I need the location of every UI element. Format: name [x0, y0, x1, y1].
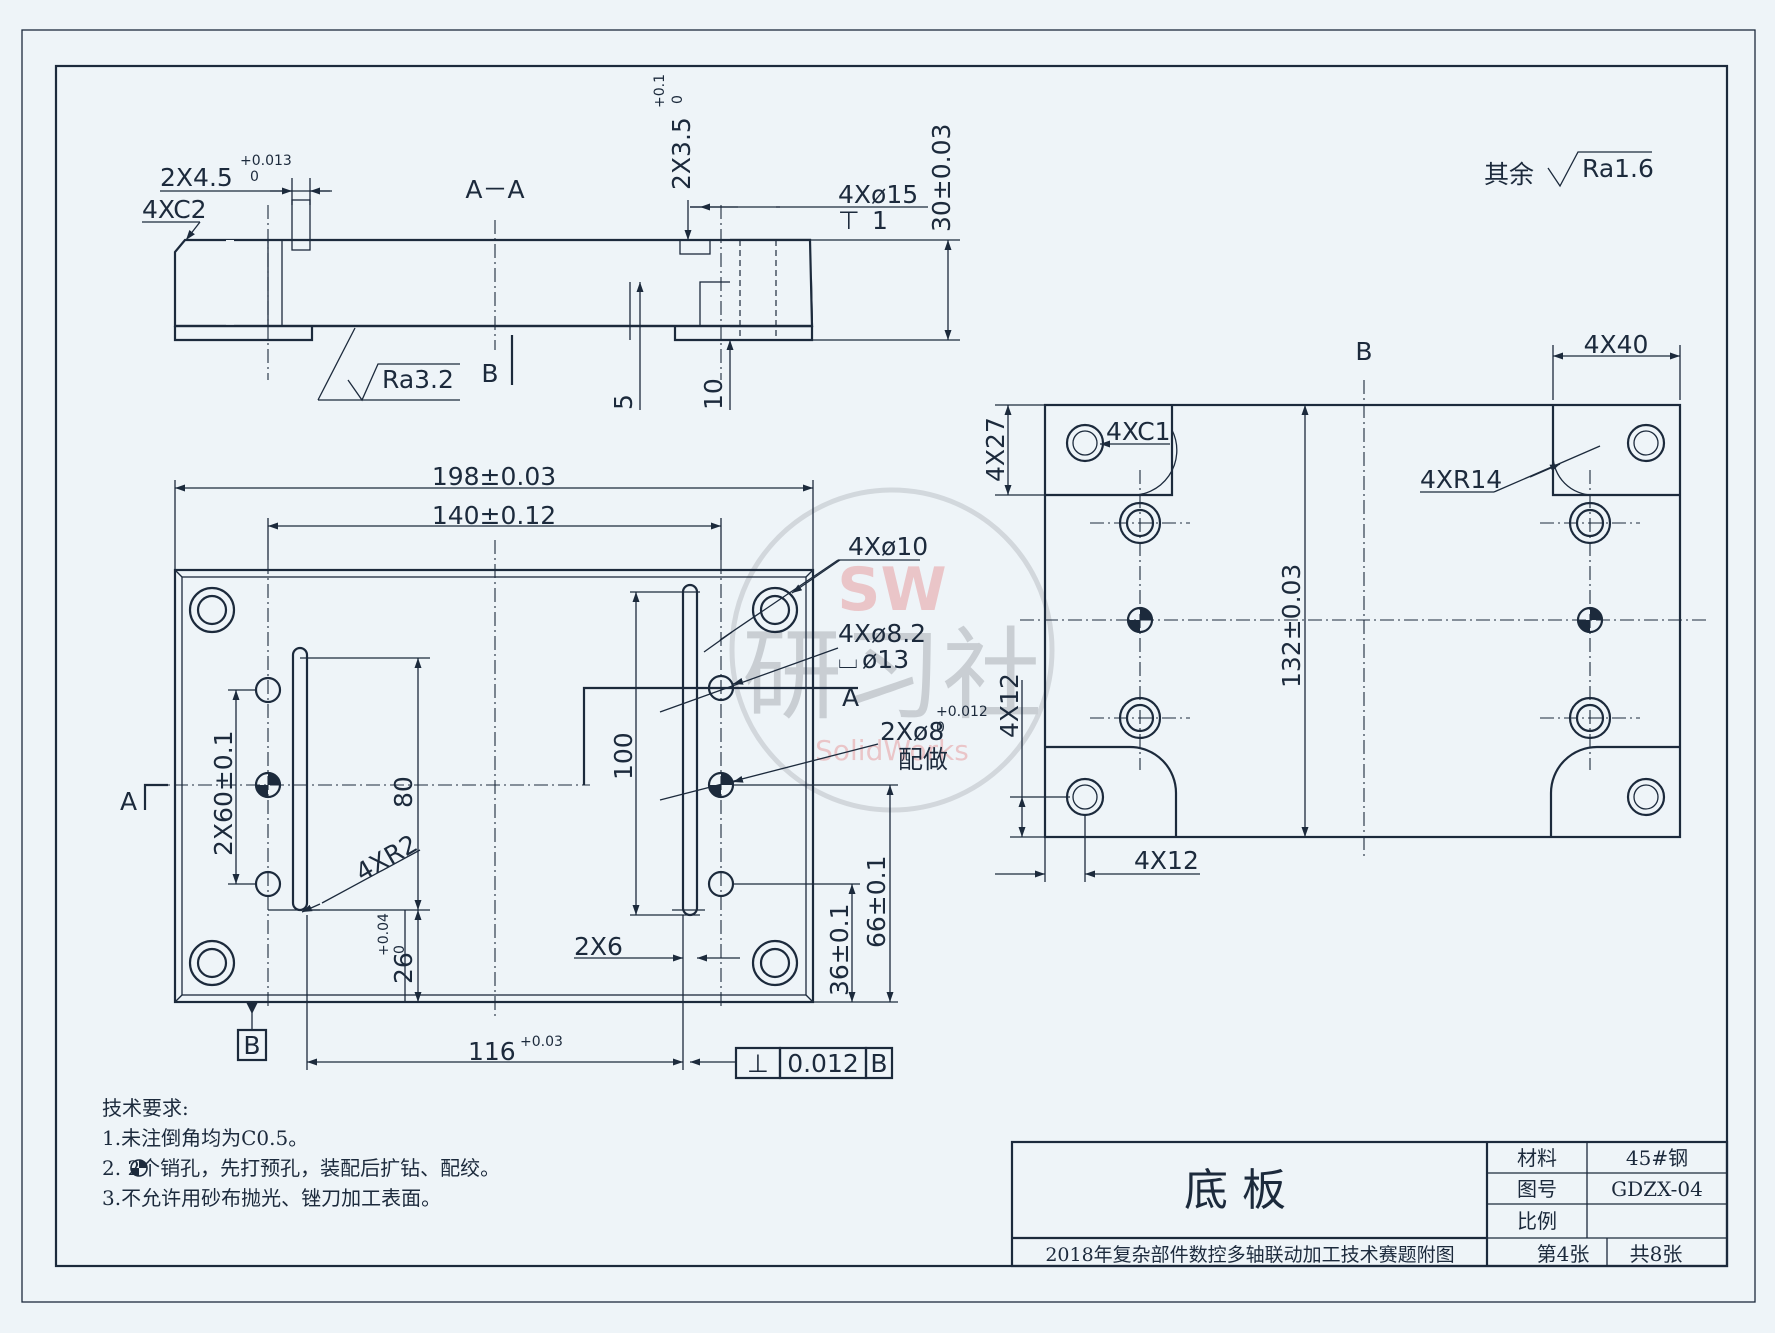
pin-hole-symbol	[130, 1159, 148, 1177]
section-mark-a-right: A	[842, 683, 859, 712]
dim-66: 66±0.1	[862, 855, 891, 948]
dim-26-tol-lower: 0	[392, 945, 408, 954]
dim-10: 10	[699, 378, 728, 410]
bottom-view-title: B	[1355, 337, 1372, 366]
roughness-general: 其余 Ra1.6	[1484, 151, 1654, 189]
dim-slot-depth-tol-lower: 0	[250, 169, 259, 185]
dim-116-tol: +0.03	[520, 1034, 563, 1050]
svg-text:Ra3.2: Ra3.2	[382, 365, 454, 394]
svg-text:0: 0	[936, 720, 945, 736]
svg-text:2Xø8: 2Xø8	[880, 717, 944, 746]
competition-title: 2018年复杂部件数控多轴联动加工技术赛题附图	[1045, 1244, 1454, 1266]
dim-116: 116	[468, 1037, 516, 1066]
dim-height: 30±0.03	[927, 124, 956, 232]
section-title: A－A	[465, 175, 524, 204]
svg-text:2X3.5: 2X3.5	[667, 117, 696, 190]
part-name: 底 板	[1184, 1165, 1286, 1216]
section-datum-b: B	[481, 359, 498, 388]
sheet-no: 第4张	[1537, 1242, 1590, 1266]
watermark-sub: SolidWorks	[815, 734, 969, 767]
title-block: 底 板 2018年复杂部件数控多轴联动加工技术赛题附图 材料 45#钢 图号 G…	[1010, 1140, 1729, 1268]
material-label: 材料	[1517, 1146, 1557, 1170]
dim-slot-depth: 2X4.5	[160, 163, 233, 192]
svg-text:+0.012: +0.012	[936, 704, 988, 720]
dim-holes-4x10: 4Xø10	[848, 532, 928, 561]
dim-26: 26	[389, 952, 418, 984]
dim-height-132: 132±0.03	[1277, 564, 1306, 688]
dim-36: 36±0.1	[825, 903, 854, 996]
section-mark-a-left: A	[120, 787, 137, 816]
dim-5: 5	[609, 394, 638, 410]
roughness-bottom: Ra3.2	[317, 327, 460, 402]
tech-item-1: 1.未注倒角均为C0.5。	[102, 1126, 308, 1150]
dim-chamfer-c1: 4XC1	[1106, 417, 1171, 446]
top-view: A A 198±0.03 140±0.12 2X60±0.1 80 4XR2 2…	[120, 462, 988, 1080]
corner-holes	[188, 586, 799, 987]
watermark: SW 研习社 SolidWorks	[729, 487, 1055, 813]
dim-radius-r14: 4XR14	[1420, 465, 1502, 494]
watermark-name: 研习社	[742, 617, 1042, 734]
dim-cbore-13: ø13	[862, 645, 909, 674]
outer-border	[21, 29, 1756, 1303]
tech-item-3: 3.不允许用砂布抛光、锉刀加工表面。	[102, 1186, 441, 1210]
datum-b: B	[236, 1002, 268, 1062]
roughness-prefix: 其余	[1484, 160, 1534, 189]
dim-cbore-dia: 4Xø15	[838, 180, 918, 209]
tech-item-2: 2. 2个销孔，先打预孔，装配后扩钻、配绞。	[102, 1156, 500, 1180]
dim-length-holes: 140±0.12	[432, 501, 556, 530]
svg-text:+0.1: +0.1	[652, 74, 668, 108]
roughness-value: Ra1.6	[1582, 154, 1654, 183]
perpendicularity-frame: ⊥ 0.012 B	[690, 1046, 894, 1080]
tech-title: 技术要求:	[102, 1096, 189, 1120]
dim-length-total: 198±0.03	[432, 462, 556, 491]
dim-cbore-depth-symbol: ⊤	[838, 206, 860, 235]
perp-symbol: ⊥	[747, 1049, 769, 1078]
cbore-symbol: ⌴	[838, 645, 858, 674]
dim-12-horizontal: 4X12	[1134, 846, 1199, 875]
sheet-total: 共8张	[1630, 1242, 1683, 1266]
dim-slot-width: 2X6	[574, 932, 623, 961]
perp-value: 0.012	[787, 1049, 859, 1078]
scale-label: 比例	[1517, 1209, 1557, 1233]
svg-text:B: B	[243, 1031, 260, 1060]
plate-outline	[173, 568, 815, 1004]
dim-pins-2x8: 2Xø8 +0.012 0 配做	[880, 704, 988, 774]
perp-datum: B	[870, 1049, 887, 1078]
tech-requirements: 技术要求: 1.未注倒角均为C0.5。 2. 2个销孔，先打预孔，装配后扩钻、配…	[102, 1096, 500, 1210]
section-view-a-a: A－A B 4XC2 2X4.5 +0.013 0	[142, 74, 960, 410]
watermark-logo: SW	[837, 555, 946, 625]
dim-cbore-depth: 1	[872, 206, 888, 235]
drawing-no-value: GDZX-04	[1611, 1177, 1703, 1201]
dim-slot-len-100: 100	[609, 732, 638, 780]
bottom-view-b: B	[981, 330, 1710, 882]
dim-slot-spacing: 2X60±0.1	[209, 730, 238, 856]
svg-text:0: 0	[670, 95, 686, 104]
dim-pin-depth: 2X3.5 +0.1 0	[652, 74, 696, 190]
inner-frame	[54, 64, 1729, 1268]
bottom-holes	[1065, 423, 1666, 817]
dim-12-vertical: 4X12	[995, 673, 1024, 738]
material-value: 45#钢	[1626, 1146, 1688, 1170]
bottom-outline	[1043, 403, 1682, 839]
drawing-no-label: 图号	[1517, 1177, 1557, 1201]
dim-26-tol-upper: +0.04	[376, 913, 392, 956]
svg-text:配做: 配做	[898, 745, 948, 774]
dim-height-27: 4X27	[981, 417, 1010, 482]
dim-chamfer-c2: 4XC2	[142, 195, 207, 224]
dim-slot-len-80: 80	[389, 776, 418, 808]
dim-width-40: 4X40	[1584, 330, 1649, 359]
dim-slot-depth-tol-upper: +0.013	[240, 153, 292, 169]
dim-holes-4x82: 4Xø8.2	[838, 619, 926, 648]
